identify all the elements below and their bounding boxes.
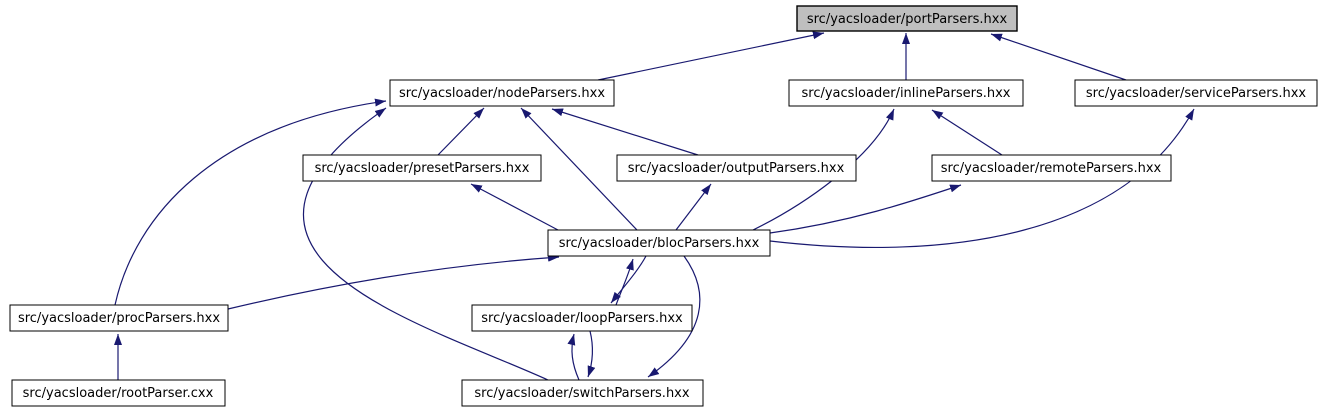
edge-switchparsers-to-nodeparsers (302, 107, 549, 381)
node-remoteparsers[interactable]: src/yacsloader/remoteParsers.hxx (931, 154, 1172, 182)
edge-blocparsers-to-outputparsers (675, 183, 712, 231)
node-inlineparsers[interactable]: src/yacsloader/inlineParsers.hxx (788, 79, 1024, 107)
node-serviceparsers[interactable]: src/yacsloader/serviceParsers.hxx (1074, 79, 1318, 107)
edge-switchparsers-to-loopparsers (567, 333, 580, 381)
node-rootparser-label: src/yacsloader/rootParser.cxx (23, 386, 214, 401)
node-portparsers-box (796, 5, 1018, 32)
node-nodeparsers[interactable]: src/yacsloader/nodeParsers.hxx (389, 79, 615, 107)
edge-blocparsers-to-loopparsers (610, 255, 647, 304)
node-loopparsers-box (471, 304, 693, 332)
node-loopparsers[interactable]: src/yacsloader/loopParsers.hxx (471, 304, 693, 332)
edge-loopparsers-to-switchparsers (587, 330, 596, 378)
node-remoteparsers-label: src/yacsloader/remoteParsers.hxx (941, 161, 1162, 176)
edge-presetparsers-to-nodeparsers (437, 107, 485, 156)
node-switchparsers[interactable]: src/yacsloader/switchParsers.hxx (461, 379, 704, 407)
node-blocparsers-box (547, 229, 771, 257)
node-presetparsers-label: src/yacsloader/presetParsers.hxx (315, 161, 530, 176)
edge-procparsers-to-blocparsers (227, 253, 560, 310)
node-portparsers-label: src/yacsloader/portParsers.hxx (807, 12, 1008, 27)
node-procparsers-box (9, 304, 229, 332)
edge-outputparsers-to-nodeparsers (551, 108, 699, 156)
node-blocparsers[interactable]: src/yacsloader/blocParsers.hxx (547, 229, 771, 257)
edge-blocparsers-to-switchparsers (647, 255, 701, 378)
edge-nodeparsers-to-portparsers (597, 31, 825, 81)
node-inlineparsers-box (788, 79, 1024, 107)
edge-blocparsers-to-nodeparsers (520, 107, 638, 231)
node-blocparsers-label: src/yacsloader/blocParsers.hxx (559, 236, 760, 251)
node-presetparsers-box (302, 154, 542, 182)
node-presetparsers[interactable]: src/yacsloader/presetParsers.hxx (302, 154, 542, 182)
node-inlineparsers-label: src/yacsloader/inlineParsers.hxx (802, 86, 1011, 101)
node-rootparser[interactable]: src/yacsloader/rootParser.cxx (11, 379, 226, 407)
edge-procparsers-to-nodeparsers (114, 98, 387, 306)
node-procparsers[interactable]: src/yacsloader/procParsers.hxx (9, 304, 229, 332)
node-switchparsers-label: src/yacsloader/switchParsers.hxx (474, 386, 689, 401)
node-outputparsers-box (616, 154, 857, 182)
edge-blocparsers-to-remoteparsers (769, 184, 962, 234)
node-remoteparsers-box (931, 154, 1172, 182)
node-nodeparsers-box (389, 79, 615, 107)
edge-remoteparsers-to-inlineparsers (931, 109, 1003, 156)
node-loopparsers-label: src/yacsloader/loopParsers.hxx (481, 311, 683, 326)
node-serviceparsers-box (1074, 79, 1318, 107)
node-nodeparsers-label: src/yacsloader/nodeParsers.hxx (399, 86, 605, 101)
node-outputparsers-label: src/yacsloader/outputParsers.hxx (628, 161, 845, 176)
edge-loopparsers-to-blocparsers (615, 258, 634, 306)
node-switchparsers-box (461, 379, 704, 407)
node-serviceparsers-label: src/yacsloader/serviceParsers.hxx (1086, 86, 1307, 101)
node-procparsers-label: src/yacsloader/procParsers.hxx (18, 311, 220, 326)
edge-serviceparsers-to-portparsers (990, 33, 1127, 81)
node-outputparsers[interactable]: src/yacsloader/outputParsers.hxx (616, 154, 857, 182)
edge-blocparsers-to-presetparsers (470, 183, 559, 231)
node-portparsers[interactable]: src/yacsloader/portParsers.hxx (796, 5, 1018, 32)
node-rootparser-box (11, 379, 226, 407)
